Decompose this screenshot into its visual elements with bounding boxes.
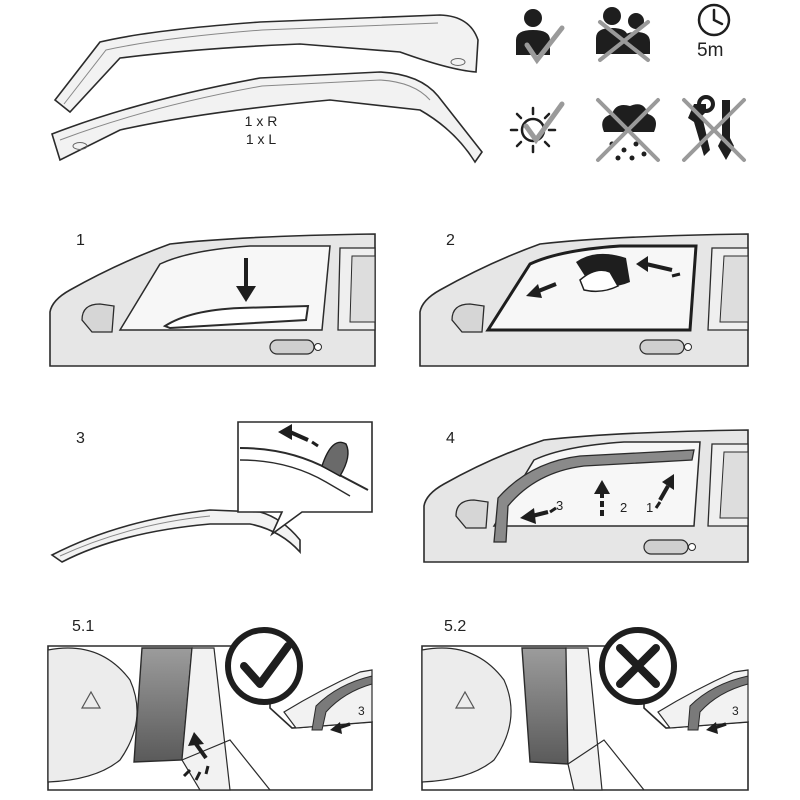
tools-icon	[682, 95, 746, 162]
quantity-labels: 1 x R 1 x L	[238, 112, 284, 148]
step-5-2-illustration	[421, 645, 749, 791]
step-5-1-label: 5.1	[72, 618, 95, 635]
one-person-icon	[516, 9, 565, 65]
step-1-label: 1	[76, 232, 85, 249]
step-5-2-inset-arrow-label: 3	[732, 704, 739, 718]
step-4-arrow-label-2: 2	[620, 500, 628, 515]
step-5-1-inset-arrow-label: 3	[358, 704, 365, 718]
step-3-deflector-illustration	[50, 421, 373, 563]
sun-icon	[509, 101, 565, 154]
incorrect-cross-icon	[599, 627, 677, 705]
step-5-2-label: 5.2	[444, 618, 467, 635]
step-1-car-illustration	[49, 233, 376, 367]
step-2-car-illustration	[419, 233, 749, 367]
step-4-arrow-label-1: 1	[646, 500, 654, 515]
rain-cloud-icon	[596, 98, 660, 162]
step-2-label: 2	[446, 232, 455, 249]
step-4-car-illustration	[423, 429, 749, 563]
step-4-label: 4	[446, 430, 455, 447]
right-part-quantity: 1 x R	[244, 113, 278, 129]
deflector-part-right	[53, 14, 479, 114]
step-5-1-illustration	[47, 645, 373, 791]
two-persons-icon	[596, 7, 650, 62]
step-4-arrow-label-3: 3	[556, 498, 564, 513]
left-part-quantity: 1 x L	[245, 131, 277, 147]
correct-check-icon	[225, 627, 303, 705]
clock-icon	[697, 3, 731, 37]
step-3-label: 3	[76, 430, 85, 447]
time-label: 5m	[697, 40, 724, 61]
deflector-part-left	[51, 71, 483, 164]
